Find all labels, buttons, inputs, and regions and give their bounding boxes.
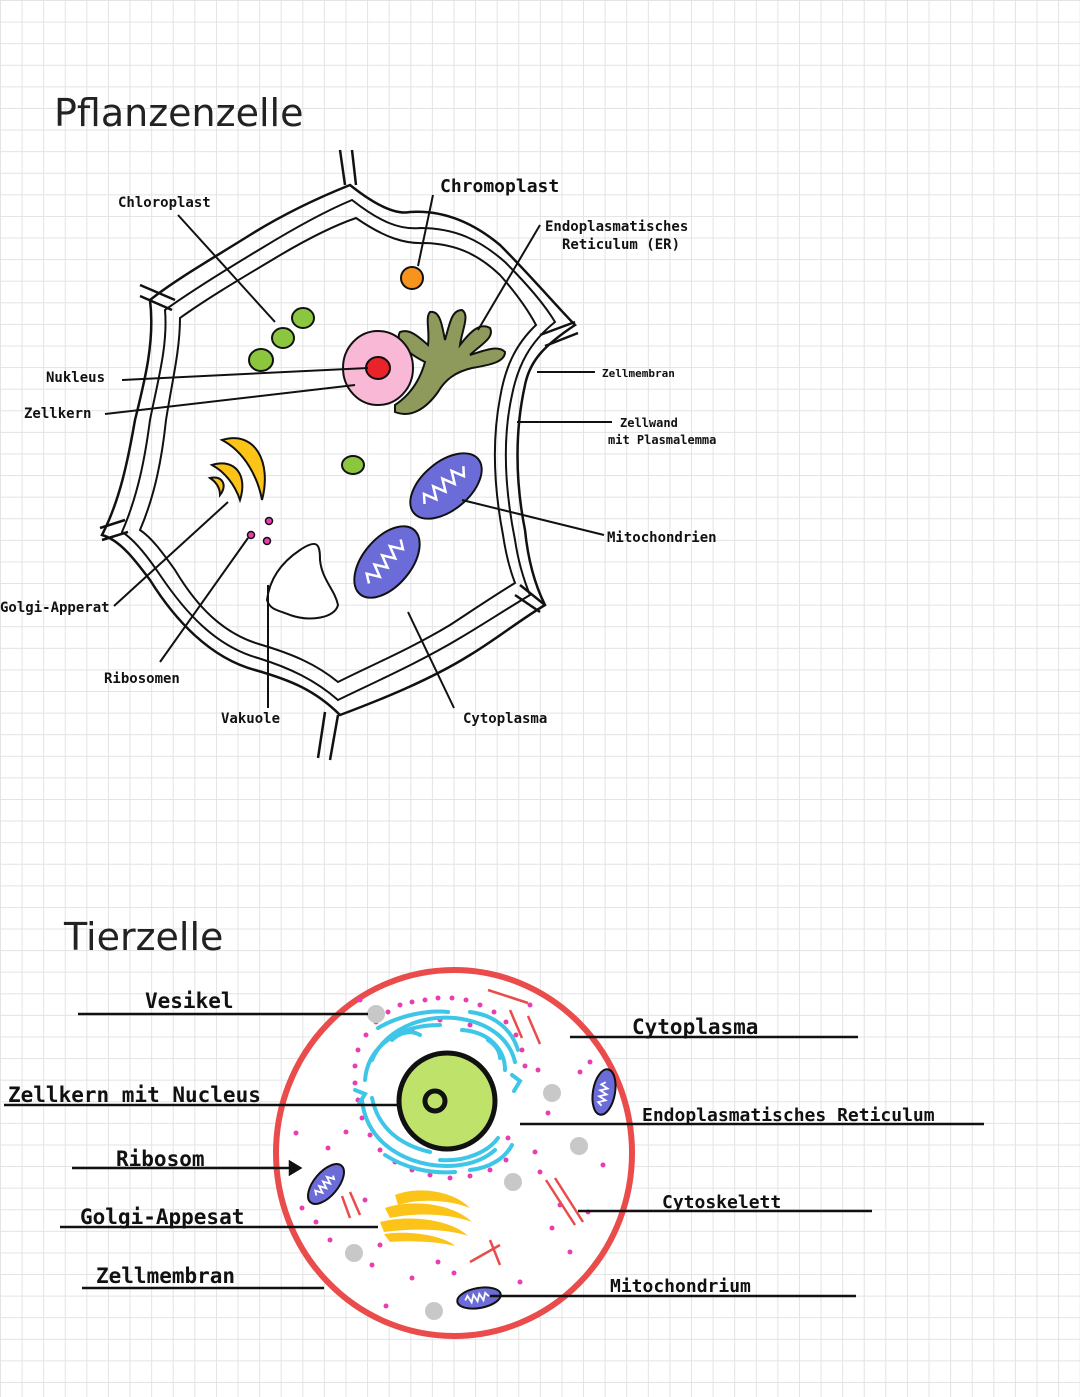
animal-cell-title: Tierzelle — [63, 915, 223, 959]
label-zellkern-nucleus: Zellkern mit Nucleus — [8, 1083, 261, 1107]
animal-nucleolus — [422, 1088, 448, 1114]
mitochondrion — [307, 1163, 345, 1205]
plant-mitochondria — [353, 452, 483, 599]
chloroplast — [291, 307, 315, 329]
animal-er — [353, 1009, 523, 1175]
label-mitochondrien: Mitochondrien — [607, 530, 717, 546]
vesicle — [345, 1244, 363, 1262]
label-cytoskelett: Cytoskelett — [662, 1192, 781, 1213]
label-zellwand-line1: Zellwand — [620, 416, 678, 430]
plant-nucleolus — [365, 356, 391, 380]
label-golgi: Golgi-Appesat — [80, 1205, 244, 1229]
mitochondrion — [409, 452, 483, 520]
label-cytoplasma: Cytoplasma — [632, 1015, 758, 1039]
chloroplasts — [248, 307, 365, 475]
label-chloroplast: Chloroplast — [118, 195, 211, 211]
chloroplast — [248, 348, 274, 372]
animal-cell-membrane — [273, 967, 635, 1339]
label-zellmembran: Zellmembran — [96, 1264, 235, 1288]
mitochondrion — [591, 1068, 617, 1116]
label-zellwand-line2: mit Plasmalemma — [608, 433, 716, 447]
label-nukleus: Nukleus — [46, 370, 105, 386]
chloroplast — [271, 327, 295, 349]
plant-cell: Chloroplast Chromoplast Endoplasmatische… — [0, 149, 717, 761]
chloroplast — [341, 455, 365, 475]
label-zellmembran: Zellmembran — [602, 367, 675, 380]
label-ribosom: Ribosom — [116, 1147, 205, 1171]
animal-cell: Vesikel Cytoplasma Zellkern mit Nucleus … — [4, 967, 984, 1339]
plant-leader-lines — [104, 194, 612, 709]
plant-er — [394, 308, 507, 415]
vesicle — [504, 1173, 522, 1191]
label-mitochondrium: Mitochondrium — [610, 1276, 751, 1297]
label-er-line2: Reticulum (ER) — [562, 237, 680, 253]
vesicle — [570, 1137, 588, 1155]
label-golgi: Golgi-Apperat — [0, 600, 110, 616]
plant-cell-membrane — [138, 216, 538, 684]
label-chromoplast: Chromoplast — [440, 176, 559, 197]
label-er-line1: Endoplasmatisches — [545, 219, 688, 235]
plant-cell-wall-inner — [120, 198, 557, 702]
plant-cell-wall-outer — [100, 183, 577, 717]
ribosome — [262, 536, 272, 546]
vesicle — [543, 1084, 561, 1102]
chromoplast — [400, 266, 424, 290]
vesicle — [367, 1005, 385, 1023]
plant-golgi — [207, 437, 266, 504]
neighbor-cell-walls — [99, 149, 579, 761]
animal-golgi — [380, 1190, 472, 1246]
animal-leader-lines — [4, 1012, 984, 1298]
plant-cell-title: Pflanzenzelle — [54, 91, 303, 135]
animal-mitochondria — [307, 1068, 617, 1310]
ribosome — [246, 530, 256, 540]
label-zellkern: Zellkern — [24, 406, 91, 422]
label-vakuole: Vakuole — [221, 711, 280, 727]
animal-vesicles — [345, 1005, 588, 1320]
label-er: Endoplasmatisches Reticulum — [642, 1105, 935, 1126]
animal-cytoskeleton — [340, 988, 585, 1266]
plant-ribosomes — [246, 516, 274, 546]
mitochondrion — [353, 525, 421, 599]
label-cytoplasma: Cytoplasma — [463, 711, 547, 727]
label-vesikel: Vesikel — [145, 989, 234, 1013]
mitochondrion — [456, 1286, 502, 1310]
ribosome — [264, 516, 274, 526]
plant-vacuole — [265, 542, 340, 620]
label-ribosomen: Ribosomen — [104, 671, 180, 687]
vesicle — [425, 1302, 443, 1320]
